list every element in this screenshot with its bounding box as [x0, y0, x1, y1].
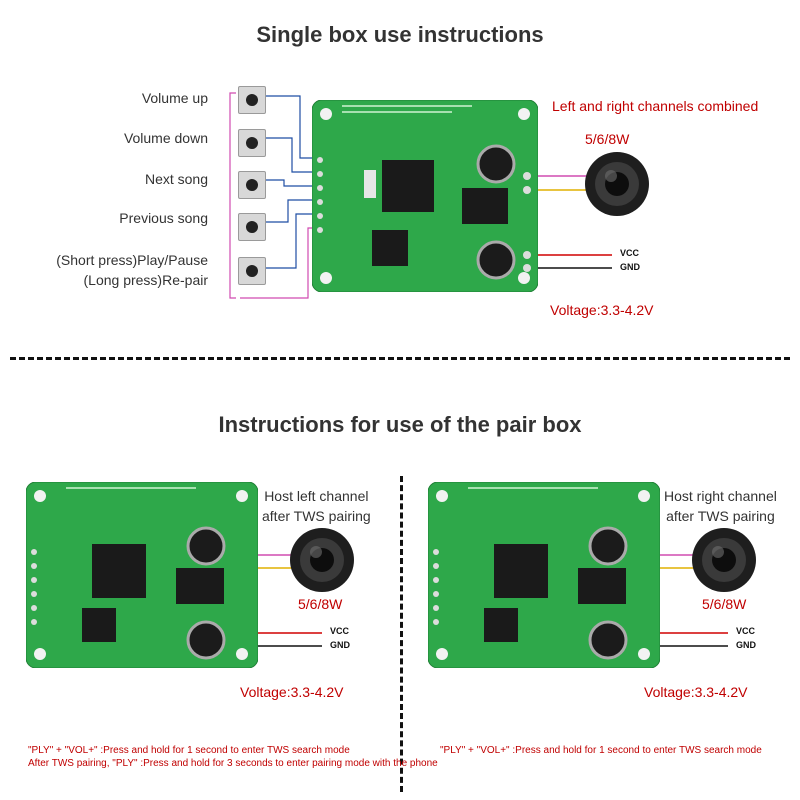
- next-song-label: Next song: [144, 171, 208, 187]
- previous-song-label: Previous song: [119, 210, 208, 226]
- wire-play-pause: [264, 213, 318, 269]
- left-note-2: After TWS pairing, "PLY" :Press and hold…: [28, 758, 438, 769]
- left-vcc-label: VCC: [330, 626, 350, 636]
- left-channel-label: Host left channel after TWS pairing: [262, 488, 371, 524]
- vcc-label: VCC: [620, 248, 640, 258]
- previous-song-button[interactable]: [238, 213, 266, 241]
- play-pause-button[interactable]: [238, 257, 266, 285]
- wire-next-song: [264, 179, 318, 187]
- left-speaker-power-label: 5/6/8W: [298, 596, 343, 612]
- pair-box-title: Instructions for use of the pair box: [218, 412, 582, 437]
- wire-volume-up: [264, 95, 318, 159]
- right-speaker-icon: [692, 528, 756, 592]
- wire-volume-down: [264, 137, 318, 173]
- section-divider: [10, 357, 790, 360]
- pcb-board-single: [312, 100, 538, 292]
- volume-down-label: Volume down: [123, 130, 208, 146]
- right-note-1: "PLY" + "VOL+" :Press and hold for 1 sec…: [440, 745, 762, 756]
- left-note-1: "PLY" + "VOL+" :Press and hold for 1 sec…: [28, 745, 350, 756]
- channels-combined-label: Left and right channels combined: [552, 98, 759, 114]
- volume-up-label: Volume up: [141, 90, 208, 106]
- next-song-button[interactable]: [238, 171, 266, 199]
- speaker-icon: [585, 152, 649, 216]
- single-box-title: Single box use instructions: [256, 22, 544, 47]
- play-pause-label: (Short press)Play/Pause (Long press)Re-p…: [56, 252, 208, 288]
- left-speaker-icon: [290, 528, 354, 592]
- pcb-board-left: [26, 482, 258, 668]
- voltage-label: Voltage:3.3-4.2V: [550, 302, 654, 318]
- left-voltage-label: Voltage:3.3-4.2V: [240, 684, 344, 700]
- pcb-board-right: [428, 482, 660, 668]
- right-gnd-label: GND: [736, 640, 756, 650]
- button-common-wire: [229, 92, 236, 299]
- right-vcc-label: VCC: [736, 626, 756, 636]
- pair-divider: [400, 476, 403, 792]
- right-channel-label: Host right channel after TWS pairing: [664, 488, 777, 524]
- volume-up-button[interactable]: [238, 86, 266, 114]
- gnd-label: GND: [620, 262, 640, 272]
- wire-previous-song: [264, 199, 318, 223]
- left-gnd-label: GND: [330, 640, 350, 650]
- volume-down-button[interactable]: [238, 129, 266, 157]
- right-voltage-label: Voltage:3.3-4.2V: [644, 684, 748, 700]
- right-speaker-power-label: 5/6/8W: [702, 596, 747, 612]
- speaker-power-label: 5/6/8W: [585, 131, 630, 147]
